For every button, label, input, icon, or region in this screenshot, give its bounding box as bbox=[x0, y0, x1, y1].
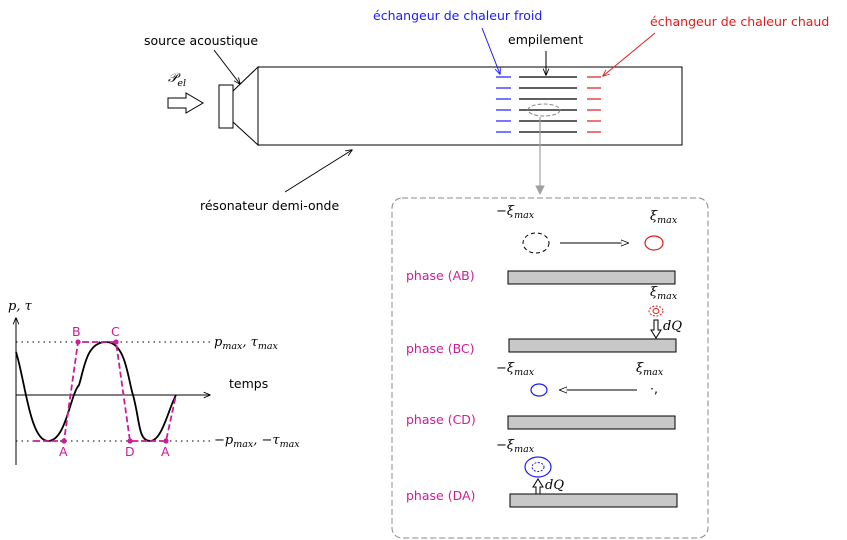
stack-label: empilement bbox=[508, 32, 583, 47]
resonator-label: résonateur demi-onde bbox=[200, 198, 339, 213]
cd-parcel-end bbox=[530, 383, 548, 397]
point-a2: A bbox=[161, 444, 170, 459]
cold-exchanger-pointer bbox=[481, 27, 500, 74]
plate-cd bbox=[507, 415, 676, 430]
phase-da-label: phase (DA) bbox=[406, 488, 475, 503]
da-parcel-inner bbox=[531, 462, 545, 472]
da-parcel-outer bbox=[524, 456, 552, 478]
max-label: pmax, τmax bbox=[214, 335, 279, 352]
phase-ab-label: phase (AB) bbox=[406, 268, 475, 283]
point-b: B bbox=[72, 324, 81, 339]
phases-panel: −ξmax ξmax phase (AB) ξmax dQ phase (BC)… bbox=[391, 197, 709, 539]
source-label: source acoustique bbox=[144, 33, 258, 48]
plate-da bbox=[509, 493, 678, 508]
power-label: 𝒫el bbox=[168, 71, 186, 89]
resonator-tube bbox=[257, 66, 683, 146]
resonator-assembly bbox=[218, 65, 683, 195]
bc-heat-arrow bbox=[650, 319, 662, 339]
cd-neg-xi: −ξmax bbox=[496, 361, 535, 378]
ab-neg-xi: −ξmax bbox=[496, 204, 535, 221]
da-heat-arrow bbox=[532, 478, 544, 496]
ab-parcel-end bbox=[644, 235, 664, 251]
plate-bc bbox=[508, 338, 677, 353]
bc-pos-xi: ξmax bbox=[650, 285, 678, 302]
cd-parcel-start: ·, bbox=[650, 381, 658, 396]
ab-pos-xi: ξmax bbox=[650, 209, 678, 226]
bc-dq: dQ bbox=[663, 319, 682, 334]
source-pointer bbox=[213, 49, 240, 84]
da-neg-xi: −ξmax bbox=[496, 438, 535, 455]
resonator-pointer bbox=[284, 150, 352, 193]
bc-parcel-outer bbox=[648, 305, 664, 317]
ab-parcel-start bbox=[522, 232, 550, 254]
pressure-graph: p, τ temps A B C D A pmax, τmax −pmax, −… bbox=[8, 299, 300, 465]
phase-cd-label: phase (CD) bbox=[406, 412, 476, 427]
phase-bc-label: phase (BC) bbox=[406, 341, 475, 356]
point-d: D bbox=[125, 444, 135, 459]
power-input-arrow bbox=[167, 92, 204, 114]
y-axis-label: p, τ bbox=[8, 299, 33, 314]
bc-parcel-inner bbox=[652, 308, 660, 314]
cold-exchanger bbox=[496, 76, 511, 133]
sine-curve bbox=[15, 341, 177, 442]
x-axis-label: temps bbox=[229, 376, 268, 391]
speaker-cone bbox=[232, 65, 259, 147]
ideal-cycle bbox=[34, 341, 177, 442]
cycle-points bbox=[61, 339, 169, 444]
point-c: C bbox=[111, 324, 120, 339]
cold-exchanger-label: échangeur de chaleur froid bbox=[373, 8, 542, 23]
hot-exchanger-pointer bbox=[603, 32, 656, 76]
hot-exchanger bbox=[587, 76, 601, 133]
phases-frame bbox=[391, 197, 709, 539]
speaker-magnet bbox=[218, 84, 234, 129]
da-dq: dQ bbox=[545, 478, 564, 493]
zoom-ellipse bbox=[527, 103, 561, 117]
plate-ab bbox=[507, 270, 676, 285]
min-label: −pmax, −τmax bbox=[214, 433, 300, 450]
hot-exchanger-label: échangeur de chaleur chaud bbox=[650, 14, 829, 29]
point-a1: A bbox=[59, 444, 68, 459]
stack-plates bbox=[519, 76, 577, 133]
cd-pos-xi: ξmax bbox=[636, 361, 664, 378]
